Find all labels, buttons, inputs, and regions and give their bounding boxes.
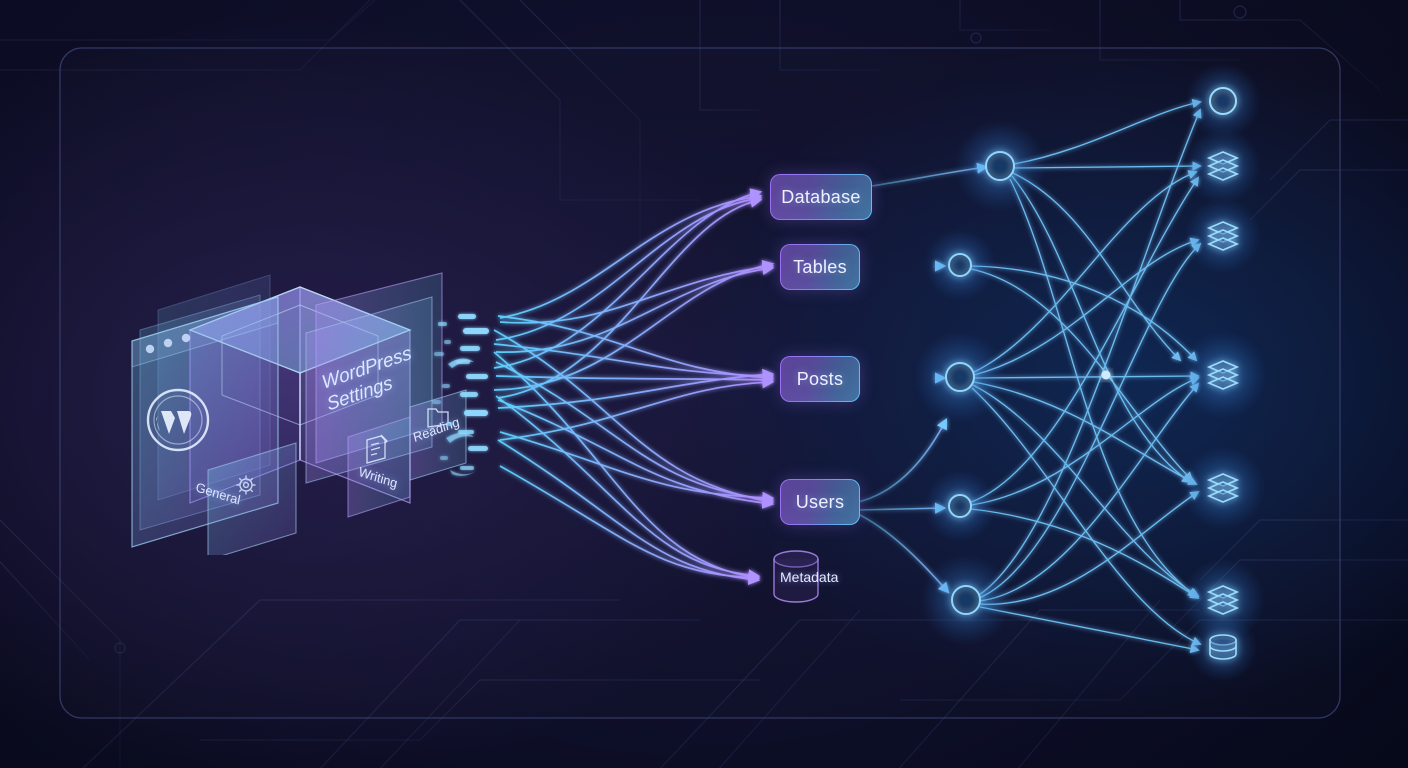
entity-metadata-label: Metadata [780, 569, 839, 585]
panel-general [207, 442, 297, 555]
entity-database-label: Database [781, 186, 861, 207]
hub-node[interactable] [945, 151, 1015, 615]
panel-reading [409, 389, 467, 481]
entity-metadata[interactable]: Metadata [766, 548, 916, 608]
terminal-layers-stack-icon[interactable] [1206, 585, 1240, 615]
terminal-layers-stack-icon[interactable] [1206, 151, 1240, 181]
folder-icon [427, 408, 449, 428]
entity-tables-label: Tables [793, 256, 847, 277]
document-pencil-icon [366, 434, 388, 464]
wordpress-settings-source [131, 272, 467, 555]
wordpress-logo-icon [146, 388, 210, 452]
window-dots [145, 333, 191, 354]
entity-posts-label: Posts [796, 368, 844, 389]
entity-database[interactable]: Database [770, 174, 872, 220]
entity-posts[interactable]: Posts [780, 356, 860, 402]
terminal-circle-node-icon[interactable] [1209, 87, 1237, 115]
gear-icon [236, 475, 256, 495]
terminal-database-cylinder-icon[interactable] [1209, 634, 1237, 660]
cylinder-shape [773, 550, 819, 603]
terminal-layers-stack-icon[interactable] [1206, 360, 1240, 390]
entity-users[interactable]: Users [780, 479, 860, 525]
entity-users-label: Users [795, 491, 845, 512]
terminal-layers-stack-icon[interactable] [1206, 221, 1240, 251]
data-particle-stream [432, 314, 489, 476]
entity-tables[interactable]: Tables [780, 244, 860, 290]
terminal-layers-stack-icon[interactable] [1206, 473, 1240, 503]
panel-writing [347, 416, 411, 518]
